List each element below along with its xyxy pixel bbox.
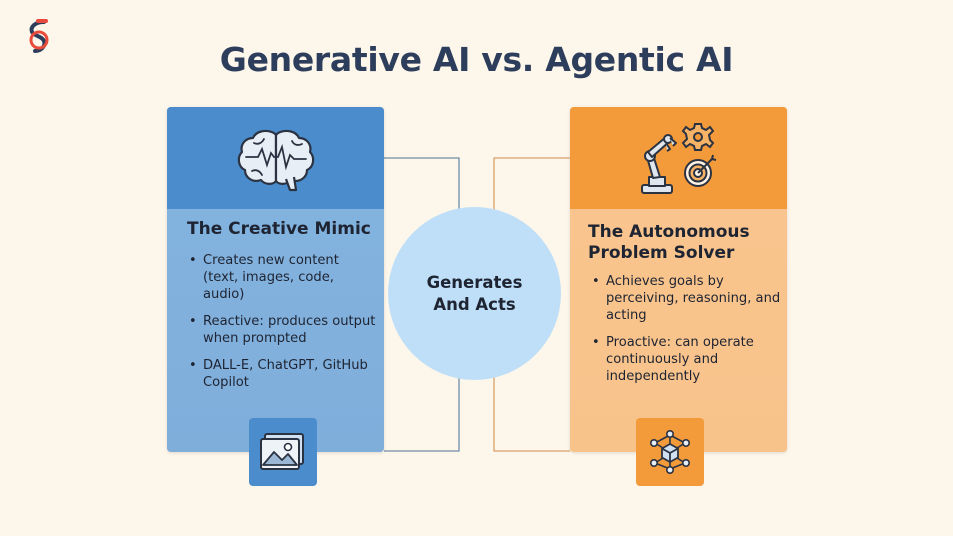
generative-points-list: Creates new content (text, images, code,… bbox=[167, 240, 384, 391]
agentic-card-header bbox=[570, 107, 787, 209]
image-icon bbox=[260, 433, 304, 470]
generative-point: Reactive: produces output when prompted bbox=[189, 313, 378, 347]
agentic-points-list: Achieves goals by perceiving, reasoning,… bbox=[570, 264, 787, 385]
generative-card-header bbox=[167, 107, 384, 209]
robot-arm-gear-target-icon bbox=[640, 123, 716, 194]
generative-ai-card: The Creative Mimic Creates new content (… bbox=[167, 107, 384, 452]
network-cube-icon bbox=[649, 429, 690, 474]
agentic-ai-card: The Autonomous Problem Solver Achieves g… bbox=[570, 107, 787, 452]
brand-logo-icon bbox=[29, 19, 49, 53]
agentic-card-body: The Autonomous Problem Solver Achieves g… bbox=[570, 209, 787, 452]
agentic-point: Proactive: can operate continuously and … bbox=[592, 334, 781, 385]
agentic-badge bbox=[636, 418, 704, 486]
generative-badge bbox=[249, 418, 317, 486]
center-label: Generates And Acts bbox=[426, 272, 523, 314]
page-title: Generative AI vs. Agentic AI bbox=[219, 40, 734, 79]
agentic-point: Achieves goals by perceiving, reasoning,… bbox=[592, 273, 781, 324]
generative-point: Creates new content (text, images, code,… bbox=[189, 252, 378, 303]
generative-point: DALL-E, ChatGPT, GitHub Copilot bbox=[189, 357, 378, 391]
brain-icon bbox=[237, 129, 314, 192]
agentic-card-heading: The Autonomous Problem Solver bbox=[588, 222, 750, 263]
generative-card-heading: The Creative Mimic bbox=[187, 219, 371, 239]
center-circle: Generates And Acts bbox=[388, 207, 561, 380]
generative-card-body: The Creative Mimic Creates new content (… bbox=[167, 209, 384, 452]
